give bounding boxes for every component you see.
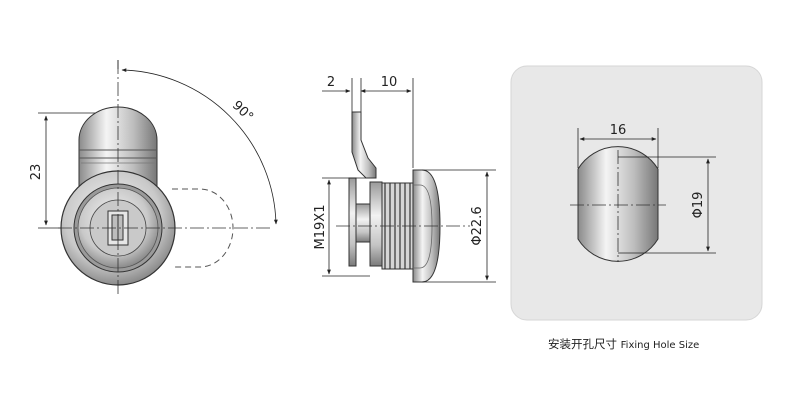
hole-diameter-label: Φ19 xyxy=(691,192,706,219)
length-label: 10 xyxy=(381,75,398,90)
thread-label: M19X1 xyxy=(313,205,328,250)
thickness-label: 2 xyxy=(327,75,335,90)
hole-width-label: 16 xyxy=(610,123,627,138)
height-label: 23 xyxy=(29,164,44,181)
angle-label: 90° xyxy=(229,98,256,125)
fixing-hole-panel: 16 Φ19 xyxy=(510,65,763,321)
body-diameter-label: Φ22.6 xyxy=(470,206,485,245)
caption-zh: 安装开孔尺寸 xyxy=(548,337,617,351)
cam-plate xyxy=(351,111,377,179)
front-view: 23 90° xyxy=(29,60,278,296)
side-view: 2 10 M19X1 Φ22.6 xyxy=(313,75,496,283)
cam-rotated-dashed xyxy=(172,188,234,268)
fixing-hole-caption: 安装开孔尺寸 Fixing Hole Size xyxy=(548,336,768,352)
caption-en: Fixing Hole Size xyxy=(620,340,700,351)
angle-arc xyxy=(121,68,278,225)
